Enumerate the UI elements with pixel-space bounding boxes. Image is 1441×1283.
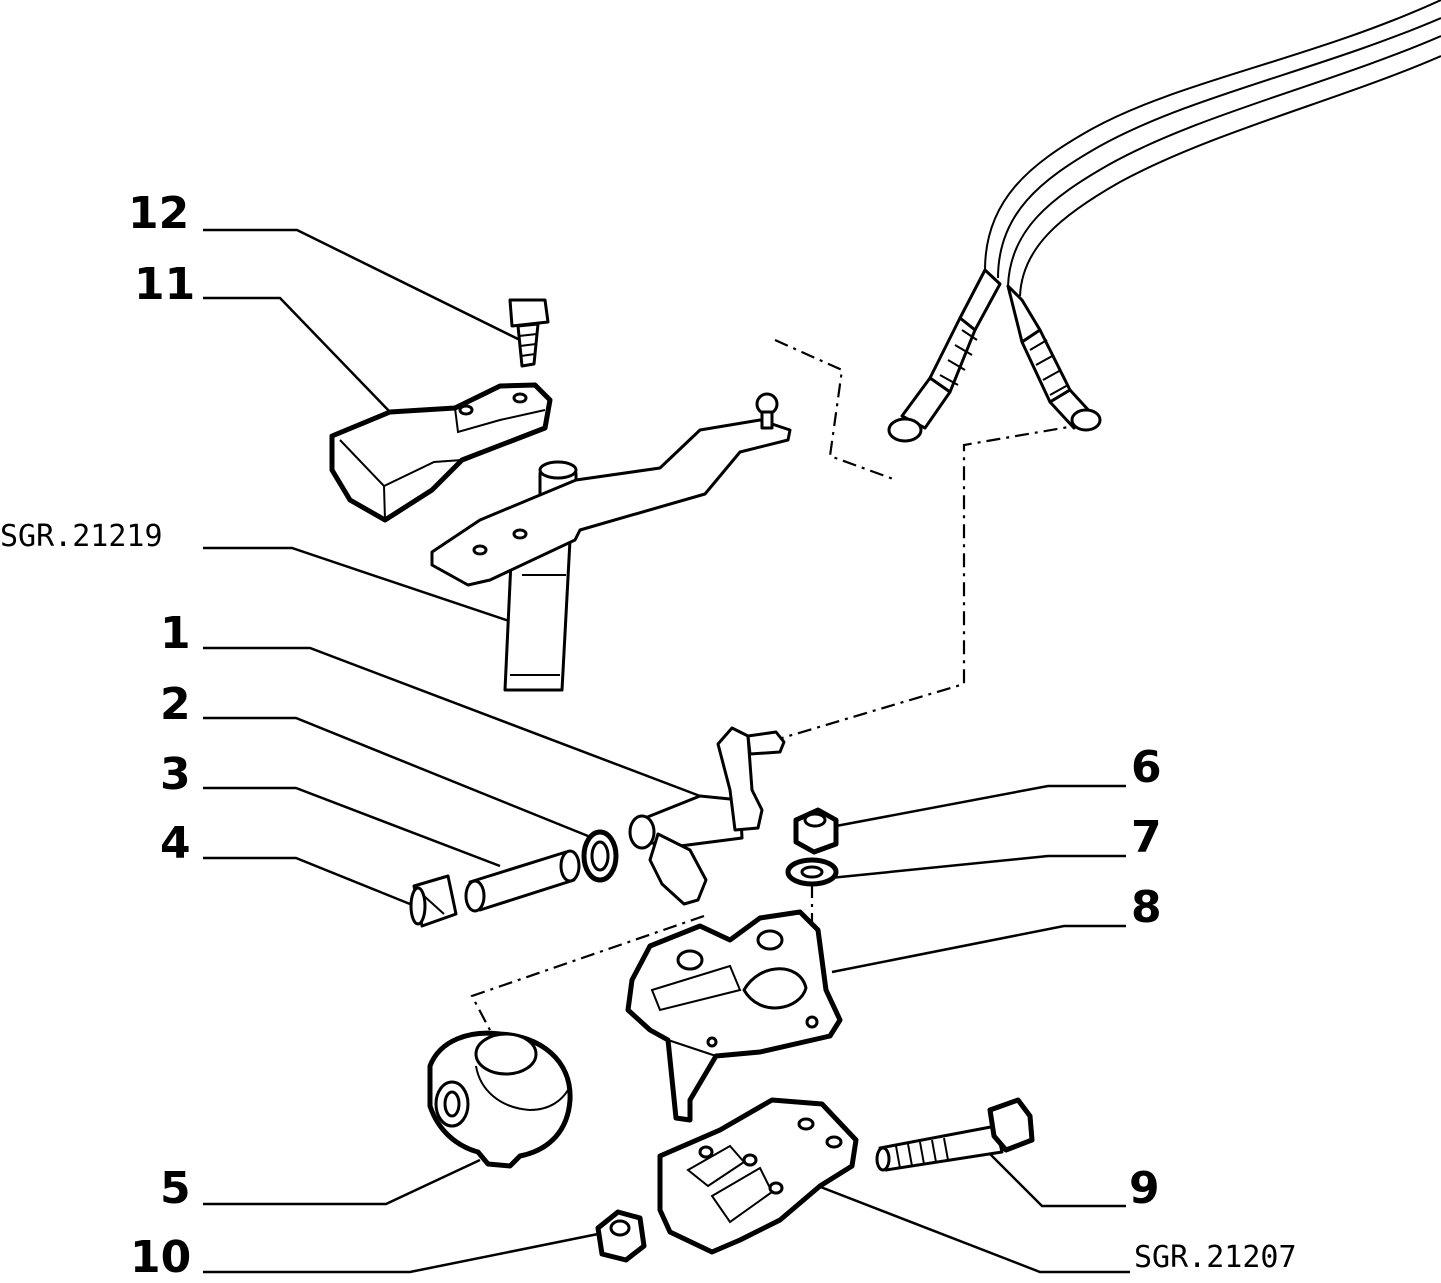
- leader-lines: [203, 228, 1130, 1274]
- leader-6: [835, 784, 1126, 828]
- reference-code-lower: SGR.21207: [1134, 1240, 1297, 1275]
- assembly-line-lever-to-bush: [470, 914, 705, 1035]
- part-12-screw: [508, 298, 550, 368]
- part-5-rubber-bush: [427, 1030, 573, 1169]
- gear-cables: [887, 0, 1441, 443]
- callout-9: 9: [1129, 1163, 1160, 1214]
- gear-lever-shaft: [430, 392, 792, 692]
- callout-7: 7: [1131, 812, 1162, 863]
- assembly-line-ball-to-cable: [774, 338, 897, 482]
- part-1-selector-lever: [628, 726, 786, 906]
- part-8-bracket: [625, 909, 843, 1123]
- leader-2: [203, 716, 589, 838]
- part-3-sleeve: [464, 849, 581, 913]
- leader-11: [203, 296, 391, 413]
- leader-4: [203, 856, 411, 906]
- leader-7: [829, 854, 1126, 880]
- assembly-lines: [470, 338, 1087, 1035]
- callout-8: 8: [1131, 882, 1162, 933]
- leader-sgr-21219: [203, 546, 513, 624]
- part-4-bush: [409, 874, 458, 928]
- callout-12: 12: [128, 188, 190, 239]
- reference-code-upper: SGR.21219: [0, 519, 163, 554]
- part-9-bolt: [875, 1097, 1035, 1172]
- callout-5: 5: [160, 1163, 191, 1214]
- part-2-washer: [581, 829, 619, 883]
- callout-11: 11: [134, 259, 196, 310]
- leader-10: [203, 1232, 599, 1274]
- part-10-nut: [595, 1209, 647, 1263]
- gearbox-mount-bracket: [657, 1097, 859, 1255]
- part-11-cover: [329, 382, 553, 523]
- leader-9: [979, 1143, 1126, 1208]
- callout-3: 3: [160, 749, 191, 800]
- leader-5: [203, 1158, 481, 1206]
- callout-4: 4: [160, 818, 191, 869]
- leader-12: [203, 228, 521, 342]
- callout-6: 6: [1131, 742, 1162, 793]
- leader-sgr-21207: [817, 1184, 1130, 1274]
- callout-2: 2: [160, 679, 191, 730]
- assembly-line-cable-to-lever: [781, 422, 1087, 740]
- part-6-nut: [793, 807, 839, 855]
- part-7-washer: [785, 857, 839, 887]
- leader-8: [831, 924, 1126, 974]
- leader-1: [203, 646, 701, 798]
- callout-10: 10: [130, 1232, 192, 1283]
- callout-1: 1: [160, 608, 191, 659]
- leader-3: [203, 786, 501, 868]
